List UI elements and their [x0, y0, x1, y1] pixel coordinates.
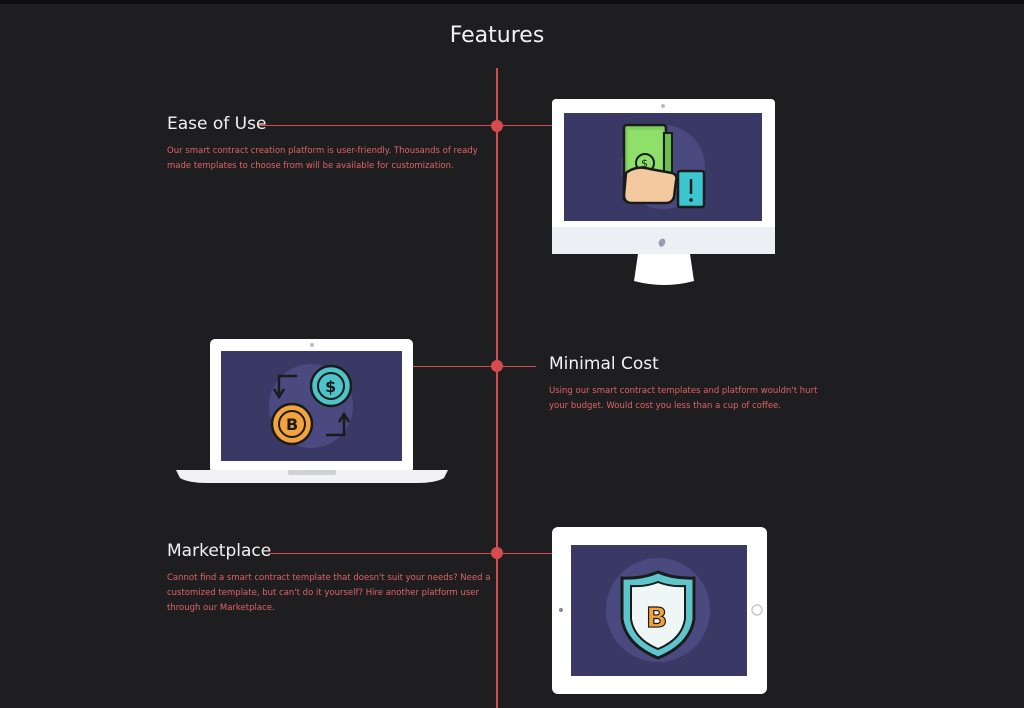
laptop: $ B: [176, 339, 448, 485]
svg-text:$: $: [325, 377, 336, 396]
timeline-connector-marketplace: [268, 553, 552, 554]
top-bar: [0, 0, 1024, 4]
bitcoin-shield-icon: B: [620, 570, 696, 660]
feature-title-marketplace: Marketplace: [167, 541, 272, 561]
svg-text:B: B: [286, 415, 298, 434]
tablet: B: [552, 527, 768, 695]
cash-in-hand-icon: $: [622, 123, 706, 209]
timeline-dot-marketplace: [491, 547, 503, 559]
timeline-dot-minimal-cost: [491, 360, 503, 372]
svg-text:$: $: [641, 157, 648, 170]
dollar-bitcoin-exchange-icon: $ B: [270, 364, 353, 446]
timeline-line: [496, 68, 498, 708]
feature-title-minimal-cost: Minimal Cost: [549, 354, 659, 374]
timeline-dot-ease-of-use: [491, 120, 503, 132]
timeline-connector-ease-of-use: [258, 125, 552, 126]
feature-title-ease-of-use: Ease of Use: [167, 114, 267, 134]
feature-description-marketplace: Cannot find a smart contract template th…: [167, 573, 491, 613]
imac-display: $: [552, 99, 776, 289]
feature-description-ease-of-use: Our smart contract creation platform is …: [167, 146, 478, 171]
svg-text:B: B: [646, 601, 667, 634]
section-title: Features: [449, 22, 545, 48]
timeline-connector-minimal-cost: [412, 366, 536, 367]
feature-description-minimal-cost: Using our smart contract templates and p…: [549, 386, 818, 411]
